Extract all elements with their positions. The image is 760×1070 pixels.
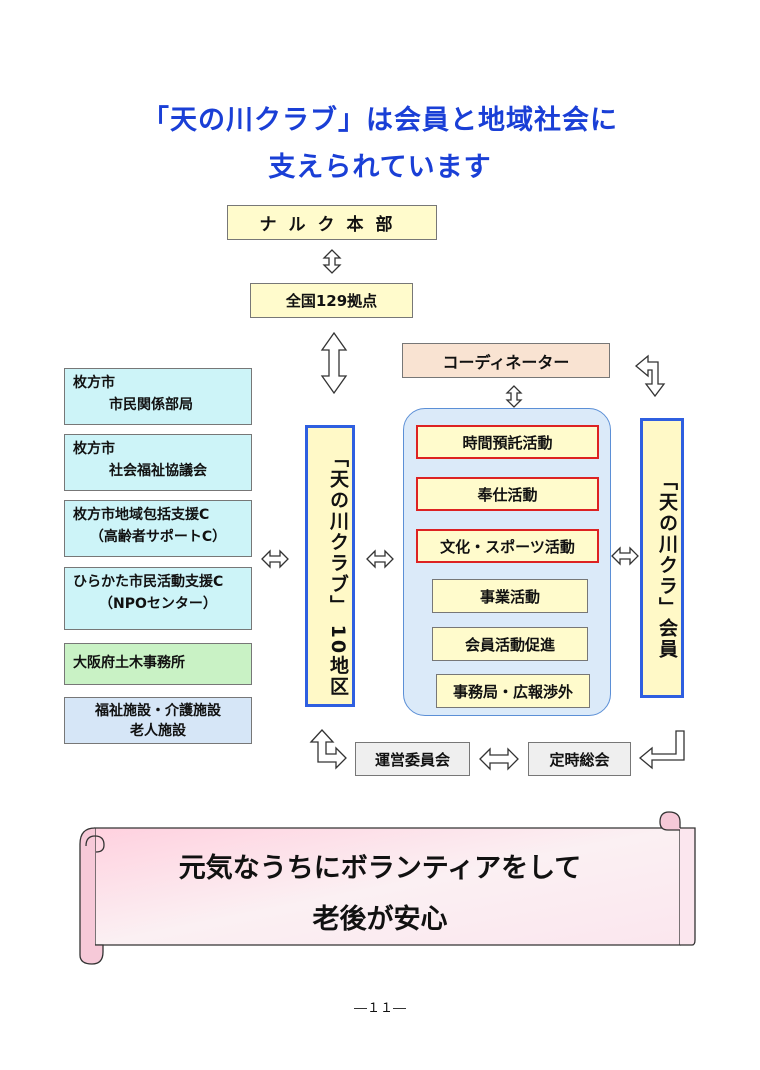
left-org-welfare-council: 枚方市 社会福祉協議会 [64, 434, 252, 491]
banner-line1: 元気なうちにボランティアをして [178, 853, 582, 884]
activity-time-deposit: 時間預託活動 [416, 425, 599, 459]
double-arrow-icon [479, 747, 519, 771]
double-arrow-icon [611, 546, 639, 566]
left-org-civic-center-line1: ひらかた市民活動支援C [73, 574, 224, 590]
left-org-community-support: 枚方市地域包括支援C （高齢者サポートC） [64, 500, 252, 557]
coordinator-box: コーディネーター [402, 343, 610, 378]
left-org-welfare-facilities: 福祉施設・介護施設 老人施設 [64, 697, 252, 744]
left-org-civic-center-line2: （NPOセンター） [99, 596, 217, 612]
left-org-city-dept-line2: 市民関係部局 [109, 397, 193, 413]
activity-volunteer: 奉仕活動 [416, 477, 599, 511]
left-org-civil-works-line1: 大阪府土木事務所 [73, 655, 185, 671]
page-title-line1: 「天の川クラブ」は会員と地域社会に [142, 105, 618, 136]
naruku-hq-box: ナルク本部 [227, 205, 437, 240]
left-org-welfare-council-line2: 社会福祉協議会 [109, 463, 207, 479]
left-org-welfare-facilities-line2: 老人施設 [130, 723, 186, 739]
steering-committee-box: 運営委員会 [355, 742, 470, 776]
activity-culture-sports: 文化・スポーツ活動 [416, 529, 599, 563]
activity-business: 事業活動 [432, 579, 588, 613]
general-meeting-box: 定時総会 [528, 742, 631, 776]
left-org-civil-works: 大阪府土木事務所 [64, 643, 252, 685]
left-org-community-support-line1: 枚方市地域包括支援C [73, 507, 210, 523]
nationwide-branches-box: 全国129拠点 [250, 283, 413, 318]
left-org-welfare-council-line1: 枚方市 [73, 441, 115, 457]
club-districts-box: 「天の川クラブ」 10地区 [305, 425, 355, 707]
page-number: ―１１― [353, 1001, 406, 1016]
double-arrow-icon [322, 249, 342, 274]
left-org-welfare-facilities-line1: 福祉施設・介護施設 [95, 703, 221, 719]
left-org-civic-center: ひらかた市民活動支援C （NPOセンター） [64, 567, 252, 630]
double-arrow-icon [261, 549, 289, 569]
bent-arrow-icon [638, 730, 685, 770]
double-arrow-icon [366, 549, 394, 569]
activity-office-pr: 事務局・広報渉外 [436, 674, 590, 708]
left-org-city-dept-line1: 枚方市 [73, 375, 115, 391]
activity-member-promotion: 会員活動促進 [432, 627, 588, 661]
club-members-box: 「天の川クラ」会員 [640, 418, 684, 698]
left-org-community-support-line2: （高齢者サポートC） [89, 529, 227, 545]
double-arrow-icon [505, 385, 523, 408]
banner-line2: 老後が安心 [312, 904, 448, 935]
bent-arrow-icon [634, 354, 666, 398]
bent-arrow-icon [309, 729, 347, 770]
left-org-city-dept: 枚方市 市民関係部局 [64, 368, 252, 425]
double-arrow-icon [320, 331, 348, 395]
page-title-line2: 支えられています [268, 152, 492, 183]
